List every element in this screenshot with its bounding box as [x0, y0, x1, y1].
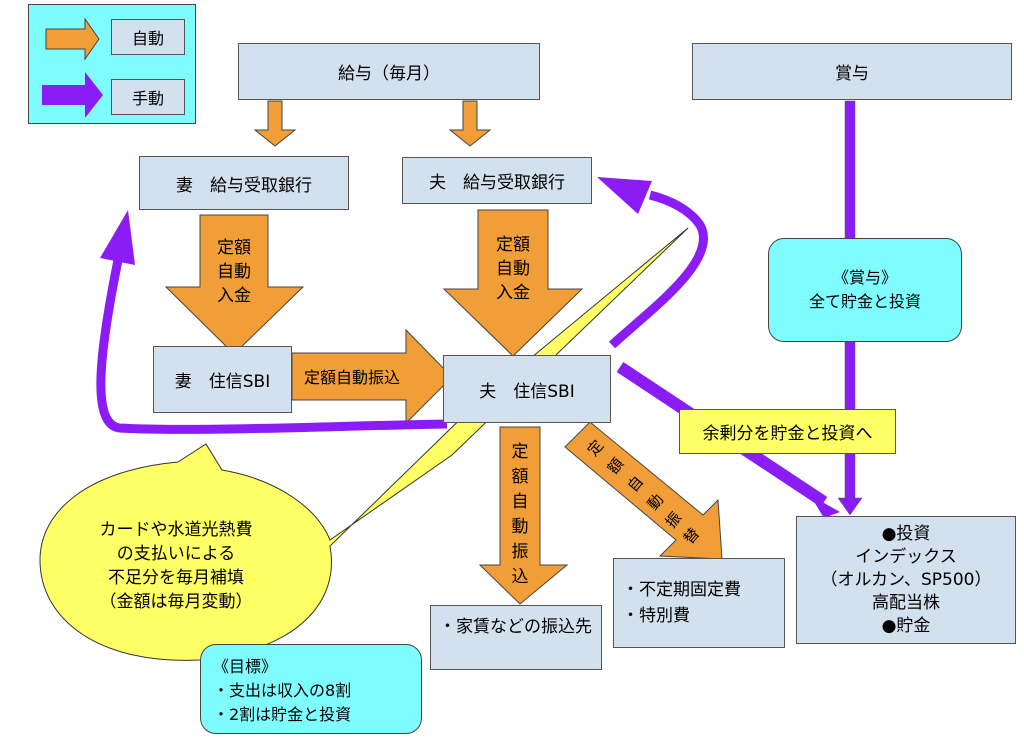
- irregular-costs-box: ・不定期固定費 ・特別費: [613, 558, 785, 648]
- manual-arrow-icon: [42, 72, 103, 118]
- investment-line: ●貯金: [881, 615, 931, 636]
- irregular-transfer-arrow: [564, 421, 723, 560]
- goal-title: 《目標》: [213, 657, 278, 676]
- wife-deposit-label: 定額自動入金: [217, 238, 251, 306]
- investment-box: ●投資 インデックス （オルカン、SP500） 高配当株 ●貯金: [796, 516, 1016, 644]
- surplus-label: 余剰分を貯金と投資へ: [679, 409, 896, 454]
- salary-monthly-box: 給与（毎月）: [238, 43, 540, 100]
- irregular-costs-line: ・不定期固定費: [622, 580, 741, 600]
- manual-return-husband-arrowhead: [597, 177, 652, 214]
- investment-line: 高配当株: [872, 592, 940, 613]
- husband-deposit-arrow: [442, 209, 584, 357]
- irregular-costs-line: ・特別費: [622, 606, 690, 626]
- legend: 自動 手動: [28, 4, 196, 124]
- shortfall-bubble-text: カードや水道光熱費 の支払いによる 不足分を毎月補填 （金額は毎月変動）: [99, 520, 253, 612]
- manual-return-husband-arrow: [608, 190, 708, 349]
- transfer-arrow: [291, 328, 453, 425]
- bonus-box: 賞与: [692, 43, 1012, 100]
- investment-line: ●投資: [881, 523, 931, 544]
- manual-return-wife-arrow: [96, 259, 448, 434]
- goal-item: ・支出は収入の8割: [213, 681, 352, 700]
- bonus-policy-title: 《賞与》: [832, 268, 897, 287]
- transfer-label: 定額自動振込: [303, 368, 400, 387]
- rent-transfer-arrow: [478, 426, 569, 605]
- surplus-arrowhead: [810, 495, 840, 518]
- bonus-policy-callout: 《賞与》 全て貯金と投資: [768, 238, 962, 342]
- rent-destination-box: ・家賃などの振込先: [430, 605, 602, 670]
- wife-deposit-arrow: [164, 214, 305, 355]
- legend-manual-label: 手動: [111, 79, 185, 115]
- husband-deposit-label: 定額自動入金: [496, 235, 530, 303]
- bonus-arrowhead: [837, 497, 863, 516]
- irregular-transfer-label: 定 額 自 動 振 替: [583, 436, 704, 548]
- goal-item: ・2割は貯金と投資: [213, 705, 352, 724]
- bonus-policy-text: 全て貯金と投資: [808, 292, 921, 311]
- salary-to-husband-arrow: [448, 100, 492, 147]
- goal-callout: 《目標》 ・支出は収入の8割 ・2割は貯金と投資: [200, 644, 422, 734]
- wife-sbi-box: 妻 住信SBI: [153, 346, 292, 413]
- wife-salary-bank-box: 妻 給与受取銀行: [139, 156, 349, 210]
- investment-line: （オルカン、SP500）: [820, 569, 992, 590]
- husband-sbi-box: 夫 住信SBI: [443, 355, 611, 423]
- rent-transfer-label: 定額自 動振込: [511, 442, 529, 587]
- legend-auto-label: 自動: [111, 19, 185, 55]
- manual-return-wife-arrowhead: [100, 210, 135, 265]
- investment-line: インデックス: [855, 546, 957, 567]
- auto-arrow-icon: [45, 17, 100, 61]
- husband-salary-bank-box: 夫 給与受取銀行: [402, 157, 592, 204]
- salary-to-wife-arrow: [253, 100, 297, 147]
